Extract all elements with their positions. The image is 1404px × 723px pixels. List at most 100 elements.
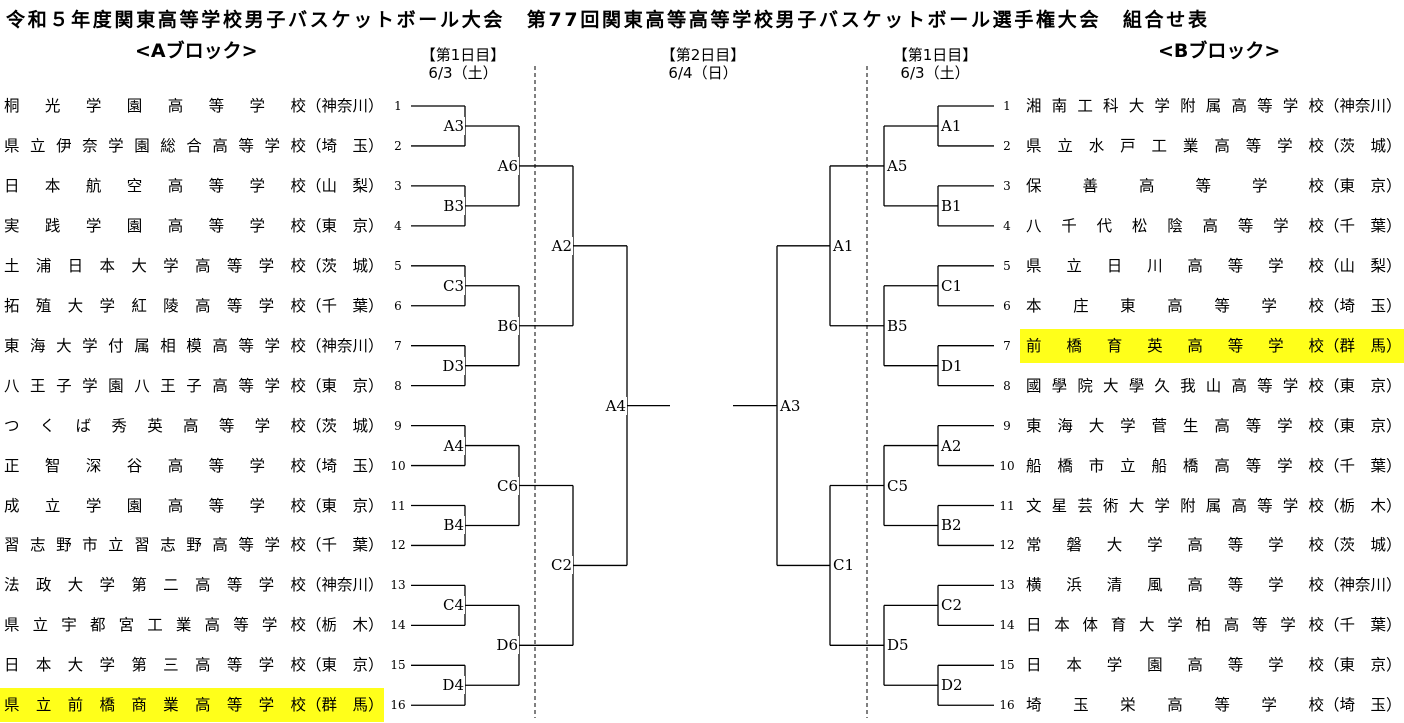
match-label-a-r1: A4 (442, 436, 465, 455)
seed-number: 16 (999, 698, 1015, 713)
seed-number: 2 (1003, 138, 1011, 153)
team-row: 法政大学第二高等学校（神奈川） (0, 568, 384, 602)
team-row: 船橋市立船橋高等学校（千 葉） (1020, 449, 1404, 483)
match-label-a-final: A4 (604, 396, 627, 415)
team-name: 正智深谷高等学校 (4, 456, 332, 475)
seed-number: 6 (394, 298, 402, 313)
team-name: 常磐大学高等学校 (1026, 536, 1349, 555)
seed-number: 10 (390, 458, 406, 473)
team-row: 日本学園高等学校（東 京） (1020, 648, 1404, 682)
team-prefecture: （東 京） (306, 496, 384, 515)
team-row: 埼玉栄高等学校（埼 玉） (1020, 688, 1404, 722)
day1-right-label: 【第1日目】 (892, 46, 978, 64)
team-row: 東海大学菅生高等学校（東 京） (1020, 409, 1404, 443)
team-prefecture: （神奈川） (1324, 576, 1402, 595)
team-name: 日本大学第三高等学校 (4, 656, 323, 675)
team-prefecture: （栃 木） (1324, 496, 1402, 515)
team-row: 横浜清風高等学校（神奈川） (1020, 568, 1404, 602)
team-row: 國學院大學久我山高等学校（東 京） (1020, 369, 1404, 403)
day1-left-header: 【第1日目】 6/3（土） (408, 46, 518, 82)
seed-number: 16 (390, 698, 406, 713)
team-name: 本庄東高等学校 (1026, 296, 1356, 315)
seed-number: 15 (999, 658, 1015, 673)
day2-date: 6/4（日） (668, 64, 738, 82)
team-name: 前橋育英高等学校 (1026, 336, 1349, 355)
team-row: 保善高等学校（東 京） (1020, 169, 1404, 203)
seed-number: 12 (999, 538, 1015, 553)
match-label-b-r1: B1 (940, 196, 963, 215)
team-name: 船橋市立船橋高等学校 (1026, 456, 1340, 475)
team-prefecture: （神奈川） (306, 336, 384, 355)
match-label-b-r1: B2 (940, 516, 963, 535)
team-row: 県立水戸工業高等学校（茨 城） (1020, 129, 1404, 163)
team-row: 県立伊奈学園総合高等学校（埼 玉） (0, 129, 384, 163)
seed-number: 9 (394, 418, 402, 433)
team-prefecture: （埼 玉） (1324, 696, 1402, 715)
match-label-b-r1: C2 (940, 596, 964, 615)
team-name: つくば秀英高等学校 (4, 416, 327, 435)
match-label-b-r1: A1 (940, 116, 963, 135)
seed-number: 7 (394, 338, 402, 353)
seed-number: 7 (1003, 338, 1011, 353)
team-row: 習志野市立習志野高等学校（千 葉） (0, 528, 384, 562)
team-row: 県立宇都宮工業高等学校（栃 木） (0, 608, 384, 642)
team-prefecture: （東 京） (306, 376, 384, 395)
team-name: 横浜清風高等学校 (1026, 576, 1349, 595)
team-prefecture: （東 京） (306, 216, 384, 235)
seed-number: 14 (999, 618, 1015, 633)
match-label-b-r1: C1 (940, 276, 964, 295)
team-row: 土浦日本大学高等学校（茨 城） (0, 249, 384, 283)
match-label-a-r1: C3 (441, 276, 465, 295)
match-label-a-r2: B6 (496, 316, 519, 335)
day1-left-label: 【第1日目】 (420, 46, 506, 64)
team-name: 國學院大學久我山高等学校 (1026, 376, 1335, 395)
team-prefecture: （群 馬） (306, 696, 384, 715)
seed-number: 6 (1003, 298, 1011, 313)
seed-number: 3 (394, 178, 402, 193)
match-label-b-r3: A1 (832, 236, 855, 255)
team-prefecture: （山 梨） (1324, 256, 1402, 275)
team-row: 文星芸術大学附属高等学校（栃 木） (1020, 489, 1404, 523)
team-row: 前橋育英高等学校（群 馬） (1020, 328, 1404, 363)
team-row: 東海大学付属相模高等学校（神奈川） (0, 329, 384, 363)
team-name: 日本体育大学柏高等学校 (1026, 616, 1337, 635)
day2-header: 【第2日目】 6/4（日） (648, 46, 758, 82)
match-label-b-r2: A5 (886, 156, 909, 175)
match-label-b-r2: D5 (886, 636, 910, 655)
team-row: 実践学園高等学校（東 京） (0, 209, 384, 243)
team-row: 県立日川高等学校（山 梨） (1020, 249, 1404, 283)
team-prefecture: （千 葉） (306, 536, 384, 555)
team-row: 本庄東高等学校（埼 玉） (1020, 289, 1404, 323)
day2-label: 【第2日目】 (660, 46, 746, 64)
day1-right-header: 【第1日目】 6/3（土） (880, 46, 990, 82)
seed-number: 1 (394, 99, 402, 113)
team-name: 県立水戸工業高等学校 (1026, 136, 1340, 155)
team-prefecture: （千 葉） (1324, 456, 1402, 475)
team-prefecture: （千 葉） (1324, 616, 1402, 635)
team-name: 東海大学菅生高等学校 (1026, 416, 1340, 435)
team-prefecture: （神奈川） (1324, 97, 1402, 115)
seed-number: 13 (390, 578, 406, 593)
team-name: 県立伊奈学園総合高等学校 (4, 136, 317, 155)
team-name: 日本航空高等学校 (4, 176, 332, 195)
match-label-b-r1: D2 (940, 676, 964, 695)
seed-number: 8 (1003, 378, 1011, 393)
match-label-a-r1: C4 (441, 596, 465, 615)
team-name: 成立学園高等学校 (4, 496, 332, 515)
team-row: 成立学園高等学校（東 京） (0, 489, 384, 523)
team-prefecture: （東 京） (1324, 176, 1402, 195)
seed-number: 1 (1003, 99, 1011, 113)
seed-number: 3 (1003, 178, 1011, 193)
day1-left-date: 6/3（土） (428, 64, 498, 82)
team-row: 日本大学第三高等学校（東 京） (0, 648, 384, 682)
page-title: 令和５年度関東高等学校男子バスケットボール大会 第77回関東高等高等学校男子バス… (6, 9, 1210, 31)
team-name: 保善高等学校 (1026, 176, 1365, 195)
block-b-label: <Bブロック> (1158, 40, 1281, 62)
seed-number: 14 (390, 618, 406, 633)
team-row: 桐光学園高等学校（神奈川） (0, 89, 384, 123)
team-name: 法政大学第二高等学校 (4, 576, 323, 595)
day1-right-date: 6/3（土） (900, 64, 970, 82)
team-row: 八千代松陰高等学校（千 葉） (1020, 209, 1404, 243)
team-prefecture: （埼 玉） (1324, 296, 1402, 315)
